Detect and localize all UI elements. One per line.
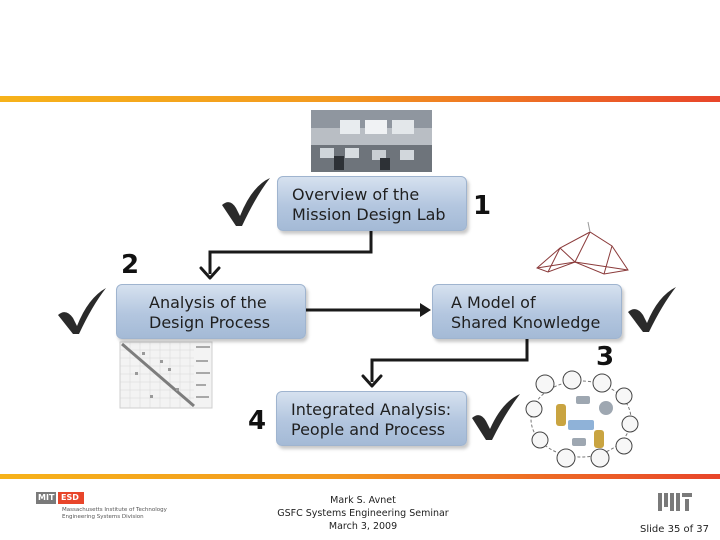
logo-esd-text: ESD [61, 493, 79, 502]
logo-mit-text: MIT [38, 493, 54, 502]
box3-line1: A Model of [447, 293, 621, 313]
step-number-2: 2 [121, 250, 139, 280]
footer-info: Mark S. Avnet GSFC Systems Engineering S… [250, 494, 476, 533]
checkmark-4 [472, 394, 520, 440]
logo-caption: Massachusetts Institute of Technology En… [62, 507, 167, 521]
integrated-analysis-collage-graphic [526, 371, 638, 467]
mission-lab-photo [311, 110, 432, 172]
slide-number: Slide 35 of 37 [640, 524, 709, 535]
connector-3-to-4 [372, 339, 527, 382]
design-process-matrix-graphic [120, 342, 212, 408]
box1-line1: Overview of the [292, 185, 466, 205]
box-integrated-analysis: Integrated Analysis: People and Process [276, 391, 467, 446]
box-shared-knowledge: A Model of Shared Knowledge [432, 284, 622, 339]
step-number-1: 1 [473, 191, 491, 221]
checkmark-3 [628, 287, 676, 332]
logo-caption-line2: Engineering Systems Division [62, 514, 167, 521]
box4-line1: Integrated Analysis: [291, 400, 466, 420]
footer-author: Mark S. Avnet [250, 494, 476, 507]
footer-seminar: GSFC Systems Engineering Seminar [250, 507, 476, 520]
box-design-process: Analysis of the Design Process [116, 284, 306, 339]
checkmark-1 [222, 178, 270, 226]
box2-line1: Analysis of the [131, 293, 305, 313]
step-number-3: 3 [596, 342, 614, 372]
mit-logo-graphic [658, 493, 692, 511]
box-mission-design-lab: Overview of the Mission Design Lab [277, 176, 467, 231]
box1-line2: Mission Design Lab [292, 205, 466, 225]
box2-line2: Design Process [131, 313, 305, 333]
logo-caption-line1: Massachusetts Institute of Technology [62, 507, 167, 514]
box3-line2: Shared Knowledge [447, 313, 621, 333]
footer-date: March 3, 2009 [250, 520, 476, 533]
checkmark-2 [58, 288, 106, 334]
step-number-4: 4 [248, 406, 266, 436]
arrowhead-right-3 [420, 303, 431, 317]
box4-line2: People and Process [291, 420, 466, 440]
shared-knowledge-network-graphic [537, 222, 628, 274]
connector-1-to-2 [210, 231, 371, 274]
